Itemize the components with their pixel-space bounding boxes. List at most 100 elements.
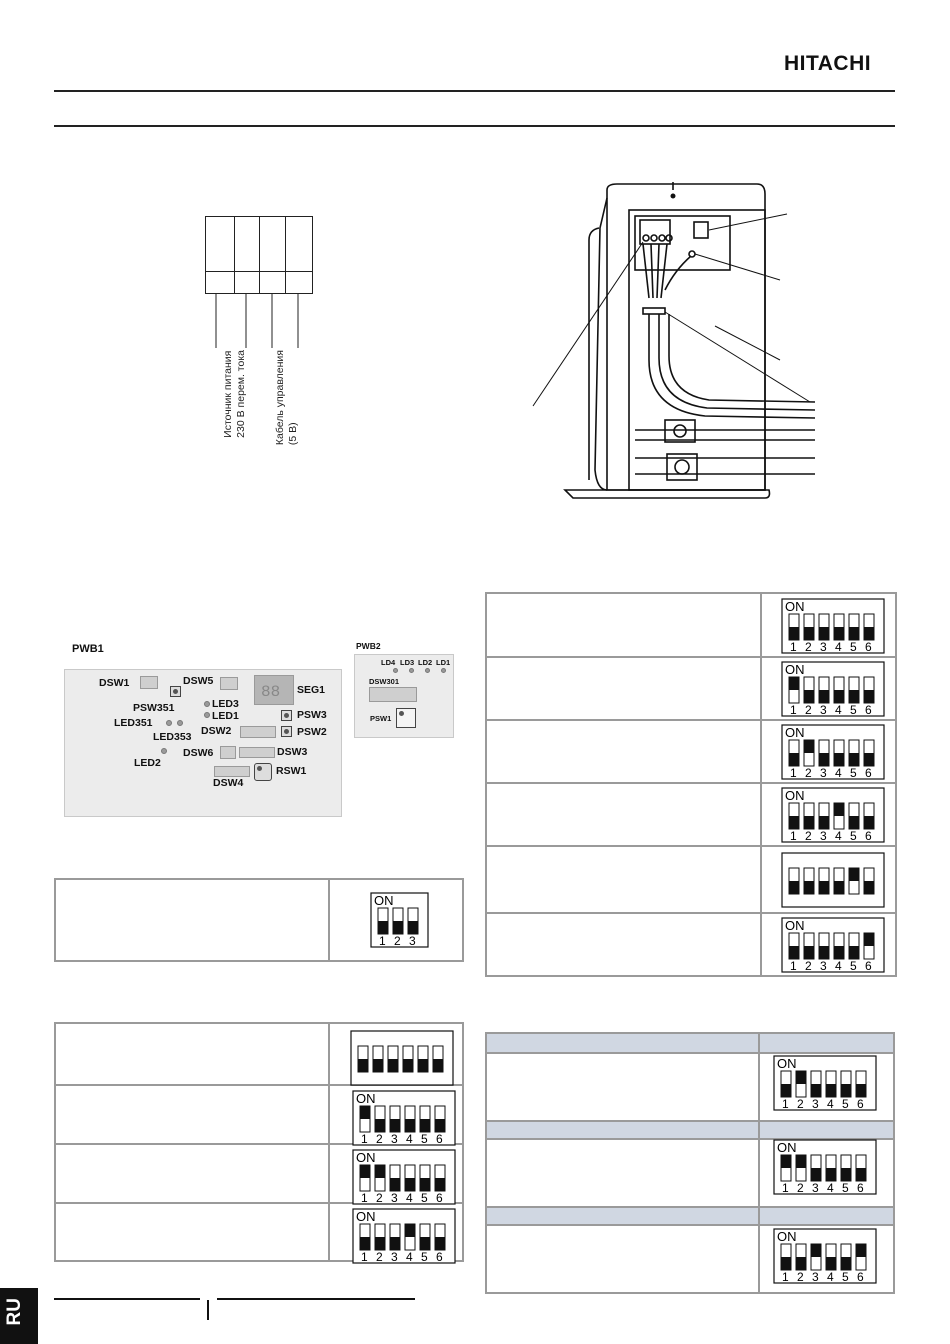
dip-lever bbox=[435, 1178, 445, 1191]
dip-lever bbox=[796, 1155, 806, 1168]
dip-lever bbox=[789, 677, 799, 690]
dip-pin-number: 1 bbox=[782, 1270, 789, 1284]
dip-pin-number: 5 bbox=[421, 1132, 428, 1146]
dip-lever bbox=[819, 690, 829, 703]
psw3-button[interactable] bbox=[281, 710, 292, 721]
dip-lever bbox=[849, 946, 859, 959]
dsw1-switch[interactable] bbox=[140, 676, 158, 689]
psw2-button[interactable] bbox=[281, 726, 292, 737]
header-rule-top bbox=[54, 90, 895, 92]
dsw4-switch[interactable] bbox=[214, 766, 250, 777]
led351-label: LED351 bbox=[114, 717, 153, 729]
psw1-button[interactable] bbox=[396, 708, 416, 728]
dip-lever bbox=[405, 1178, 415, 1191]
dip-pin-number: 5 bbox=[842, 1270, 849, 1284]
dip-on-label: ON bbox=[777, 1056, 797, 1071]
dip-lever bbox=[373, 1059, 383, 1072]
ld2-label: LD2 bbox=[418, 658, 433, 667]
led1-label: LED1 bbox=[212, 710, 239, 722]
dip-pin-number: 3 bbox=[820, 829, 827, 843]
dip-lever bbox=[420, 1119, 430, 1132]
dip-pin-number: 2 bbox=[797, 1270, 804, 1284]
dip-lever bbox=[388, 1059, 398, 1072]
dip-pin-number: 2 bbox=[394, 934, 401, 948]
dip-pin-number: 3 bbox=[820, 640, 827, 654]
dip-lever bbox=[819, 627, 829, 640]
power-supply-label: Источник питания 230 В перем. тока bbox=[222, 350, 247, 438]
dip-pin-number: 2 bbox=[805, 640, 812, 654]
dip-switch-set bbox=[781, 852, 885, 913]
dip-pin-number: 2 bbox=[376, 1250, 383, 1264]
dip-pin-number: 3 bbox=[812, 1270, 819, 1284]
dsw301-switch[interactable] bbox=[369, 687, 417, 702]
dip-lever bbox=[849, 690, 859, 703]
dip-lever bbox=[856, 1244, 866, 1257]
dip-lever bbox=[864, 881, 874, 894]
dip-pin-number: 5 bbox=[850, 703, 857, 717]
dip-pin-number: 3 bbox=[391, 1191, 398, 1205]
led1 bbox=[204, 712, 210, 718]
ld3 bbox=[409, 668, 414, 673]
dip-lever bbox=[811, 1084, 821, 1097]
dsw5-label: DSW5 bbox=[183, 675, 214, 687]
dip-pin-number: 6 bbox=[436, 1250, 443, 1264]
dip-lever bbox=[796, 1071, 806, 1084]
header-rule-bottom bbox=[54, 125, 895, 127]
dip-lever bbox=[789, 753, 799, 766]
dip-lever bbox=[834, 881, 844, 894]
dip-lever bbox=[834, 690, 844, 703]
dip-pin-number: 6 bbox=[865, 959, 872, 973]
dip-pin-number: 1 bbox=[790, 640, 797, 654]
dsw6-switch[interactable] bbox=[220, 746, 236, 759]
dip-lever bbox=[849, 753, 859, 766]
footer-rule-left bbox=[54, 1298, 200, 1300]
ld3-label: LD3 bbox=[400, 658, 415, 667]
psw351-button[interactable] bbox=[170, 686, 181, 697]
dip-pin-number: 6 bbox=[857, 1097, 864, 1111]
dip-lever bbox=[856, 1084, 866, 1097]
dip-lever bbox=[433, 1059, 443, 1072]
dip-lever bbox=[408, 921, 418, 934]
dsw4-label: DSW4 bbox=[213, 777, 244, 789]
rsw1-rotary-switch[interactable] bbox=[254, 763, 272, 781]
dip-pin-number: 5 bbox=[850, 640, 857, 654]
dip-pin-number: 4 bbox=[827, 1270, 834, 1284]
dsw1-label: DSW1 bbox=[99, 677, 130, 689]
led3 bbox=[204, 701, 210, 707]
dip-lever bbox=[804, 816, 814, 829]
dip-pin-number: 6 bbox=[857, 1270, 864, 1284]
dip-pin-number: 4 bbox=[835, 766, 842, 780]
dip-lever bbox=[864, 627, 874, 640]
dsw6-label: DSW6 bbox=[183, 747, 214, 759]
led353 bbox=[177, 720, 183, 726]
dsw3-switch[interactable] bbox=[239, 747, 275, 758]
dip-lever bbox=[360, 1237, 370, 1250]
led2-label: LED2 bbox=[134, 757, 161, 769]
dsw5-switch[interactable] bbox=[220, 677, 238, 690]
dip-pin-number: 4 bbox=[835, 959, 842, 973]
indoor-unit-drawing bbox=[532, 182, 816, 499]
pwb2-board: LD4 LD3 LD2 LD1 DSW301 PSW1 bbox=[354, 654, 454, 738]
dip-lever bbox=[826, 1084, 836, 1097]
dsw2-switch[interactable] bbox=[240, 726, 276, 738]
dip-pin-number: 5 bbox=[842, 1097, 849, 1111]
dip-pin-number: 3 bbox=[820, 703, 827, 717]
dsw2-label: DSW2 bbox=[201, 725, 232, 737]
led2 bbox=[161, 748, 167, 754]
dip-lever bbox=[781, 1155, 791, 1168]
seg1-label: SEG1 bbox=[297, 684, 326, 696]
seg1-display: 88 bbox=[254, 675, 294, 705]
dip-switch-set bbox=[350, 1030, 454, 1091]
left-table-2 bbox=[54, 1022, 464, 1262]
dip-lever bbox=[834, 803, 844, 816]
dip-pin-number: 1 bbox=[361, 1250, 368, 1264]
dip-pin-number: 6 bbox=[865, 640, 872, 654]
dip-lever bbox=[804, 740, 814, 753]
